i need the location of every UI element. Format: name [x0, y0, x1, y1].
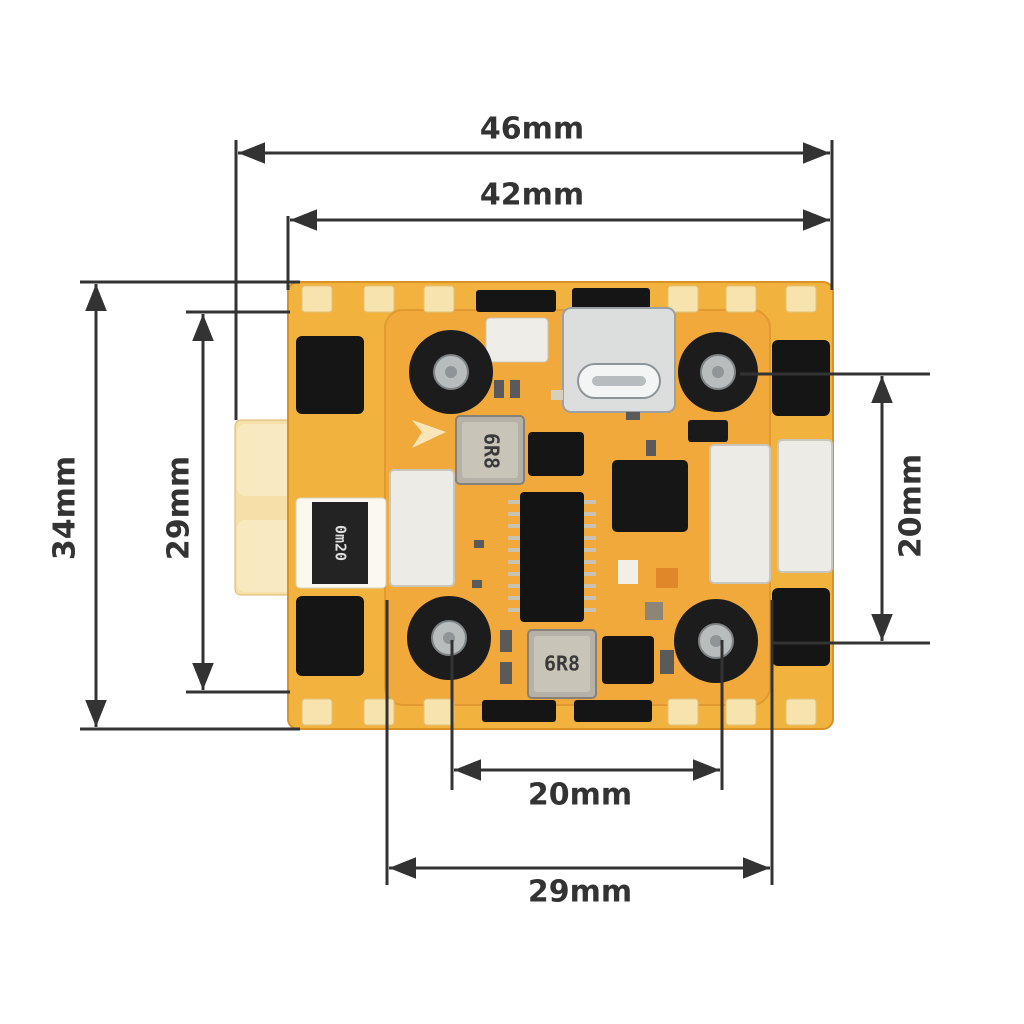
pad: [725, 698, 757, 726]
power-tab-pad-top: [237, 424, 295, 496]
grommet-screw-icon: [674, 599, 758, 683]
label-20mm-horizontal: 20mm: [528, 778, 632, 813]
power-tab-pad-bottom: [237, 520, 295, 592]
jst-connector[interactable]: [709, 444, 771, 584]
mosfet: [482, 700, 556, 722]
label-34mm: 34mm: [48, 456, 83, 560]
mosfet: [772, 588, 830, 666]
pad: [785, 698, 817, 726]
bottom-pad-row: [301, 698, 817, 726]
pad: [363, 285, 395, 313]
small-connector[interactable]: [485, 317, 549, 363]
pad: [301, 285, 333, 313]
pad: [785, 285, 817, 313]
mosfet: [572, 288, 650, 310]
logo-arrow: [412, 420, 446, 448]
pad: [301, 698, 333, 726]
mosfet: [296, 336, 364, 414]
mosfet-group: [296, 288, 830, 722]
inductor-bottom: 6R8: [527, 629, 597, 699]
jst-connector[interactable]: [777, 439, 833, 573]
pad: [667, 698, 699, 726]
grommet-screw-icon: [407, 596, 491, 680]
shunt-resistor-body: [312, 502, 368, 584]
label-29mm-horizontal: 29mm: [528, 875, 632, 910]
resistor-label: 0m20: [332, 525, 350, 561]
inductor-top-label: 6R8: [480, 433, 504, 469]
label-20mm-vertical: 20mm: [894, 454, 929, 558]
small-ic: [528, 432, 584, 476]
label-46mm: 46mm: [480, 112, 584, 147]
pad: [423, 698, 455, 726]
dimension-lines: [80, 140, 930, 885]
pad: [423, 285, 455, 313]
mosfet: [296, 596, 364, 676]
label-42mm: 42mm: [480, 178, 584, 213]
grommet-screw-icon: [409, 330, 493, 414]
usb-c-port-icon[interactable]: [562, 307, 676, 413]
inductor-top: 6R8: [455, 415, 525, 485]
label-29mm-vertical: 29mm: [162, 456, 197, 560]
passive-components: [472, 380, 678, 684]
pad: [363, 698, 395, 726]
flight-controller-board: 0m20: [234, 281, 834, 730]
small-ic: [688, 420, 728, 442]
pad: [725, 285, 757, 313]
mosfet: [574, 700, 652, 722]
jst-connector[interactable]: [389, 469, 455, 587]
small-ic: [602, 636, 654, 684]
inductor-bottom-label: 6R8: [544, 652, 580, 676]
top-pad-row: [301, 285, 817, 313]
mosfet: [772, 340, 830, 416]
gyro-chip: [612, 460, 688, 532]
jst-connector-group[interactable]: [389, 439, 833, 587]
grommet-screw-icon: [678, 332, 758, 412]
mcu-chip: [508, 492, 596, 622]
pad: [667, 285, 699, 313]
mosfet: [476, 290, 556, 312]
